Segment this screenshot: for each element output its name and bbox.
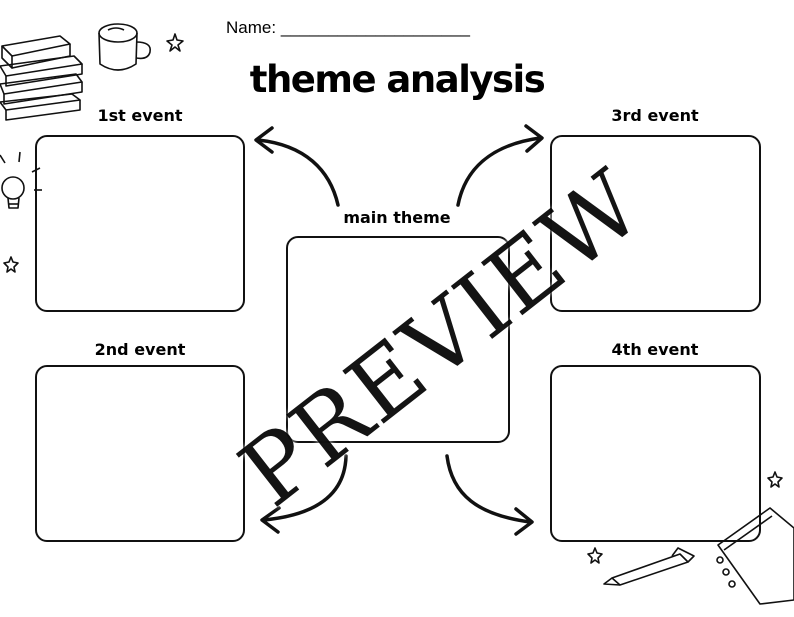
name-label: Name: [226,18,277,37]
label-3rd-event: 3rd event [611,106,699,125]
lightbulb-icon [0,151,42,209]
box-4th-event[interactable] [550,365,761,542]
label-2nd-event: 2nd event [94,340,186,359]
star-icon [767,471,783,488]
star-icon [587,547,603,564]
box-3rd-event[interactable] [550,135,761,312]
arrow-to-2nd-event [260,454,348,534]
label-1st-event: 1st event [97,106,183,125]
pen-icon [603,547,695,586]
name-blank[interactable]: ____________________ [280,18,470,37]
arrow-to-4th-event [445,454,534,536]
star-icon [166,33,184,52]
arrow-to-1st-event [254,126,340,207]
label-4th-event: 4th event [611,340,699,359]
arrow-to-3rd-event [456,124,544,207]
star-icon [3,256,19,273]
page-title: theme analysis [249,58,546,101]
box-2nd-event[interactable] [35,365,245,542]
name-field[interactable]: Name: ____________________ [226,18,470,38]
books-icon [0,35,83,121]
mug-icon [98,23,152,71]
label-main-theme: main theme [343,208,451,227]
box-1st-event[interactable] [35,135,245,312]
notebook-icon [716,507,794,605]
box-main-theme[interactable] [286,236,510,443]
